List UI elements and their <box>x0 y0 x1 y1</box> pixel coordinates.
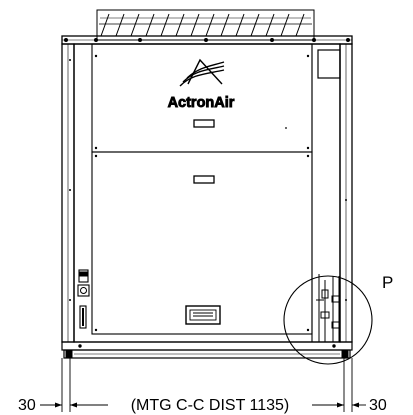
top-edge <box>61 35 353 45</box>
brand-name: ActronAir <box>168 95 235 111</box>
side-frame <box>61 43 353 343</box>
detail-circle <box>283 275 373 365</box>
base-rail <box>61 341 353 359</box>
dimension-extension-lines <box>61 358 353 412</box>
service-panel <box>317 49 341 79</box>
detail-label: P <box>382 273 393 292</box>
bottom-grille <box>185 305 221 325</box>
panel-handles <box>193 119 215 184</box>
cabinet-body <box>73 43 341 343</box>
brand-logo-icon <box>179 58 225 87</box>
left-side-controls <box>77 269 90 329</box>
dimension-centre: (MTG C-C DIST 1135) <box>131 397 290 414</box>
fastener-dots <box>69 54 347 332</box>
dimension-right: 30 <box>369 397 387 414</box>
dimension-lines <box>40 402 366 408</box>
pipework-valves <box>316 274 341 342</box>
dimension-left: 30 <box>18 397 36 414</box>
